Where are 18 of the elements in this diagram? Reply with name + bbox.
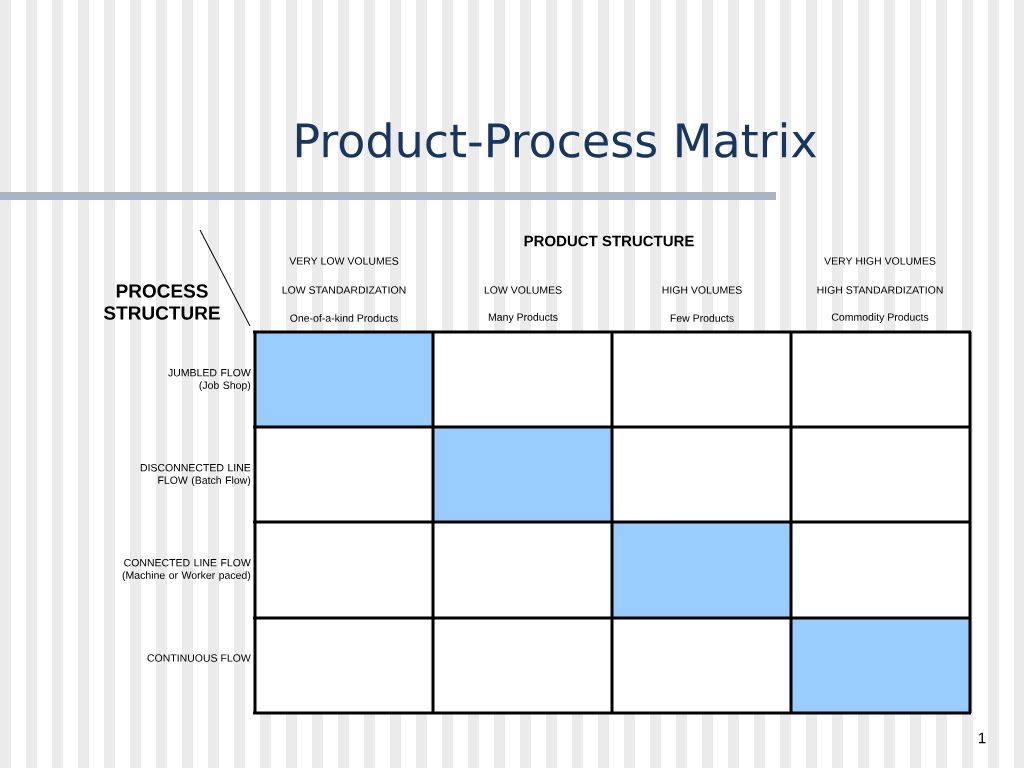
row-heading: CONNECTED LINE FLOW (Machine or Worker paced)	[122, 559, 251, 581]
column-heading: HIGH VOLUMES	[662, 286, 742, 294]
column-heading: LOW VOLUMES	[484, 286, 562, 294]
column-heading: One-of-a-kind Products	[290, 314, 398, 322]
column-heading: HIGH STANDARDIZATION	[817, 286, 943, 294]
row-heading: CONTINUOUS FLOW	[147, 654, 251, 662]
row-heading: DISCONNECTED LINE FLOW (Batch Flow)	[140, 464, 251, 486]
page-number: 1	[979, 732, 986, 744]
row-heading: JUMBLED FLOW (Job Shop)	[168, 369, 251, 391]
column-heading: Commodity Products	[831, 313, 929, 323]
axis-heading: PRODUCT STRUCTURE	[524, 235, 694, 247]
axis-heading: PROCESS STRUCTURE	[103, 284, 220, 320]
column-heading: Few Products	[670, 314, 734, 322]
column-heading: Many Products	[488, 313, 558, 323]
column-heading: VERY LOW VOLUMES	[289, 257, 399, 265]
column-heading: VERY HIGH VOLUMES	[824, 257, 936, 265]
title: Product-Process Matrix	[296, 122, 817, 158]
column-heading: LOW STANDARDIZATION	[282, 286, 406, 294]
